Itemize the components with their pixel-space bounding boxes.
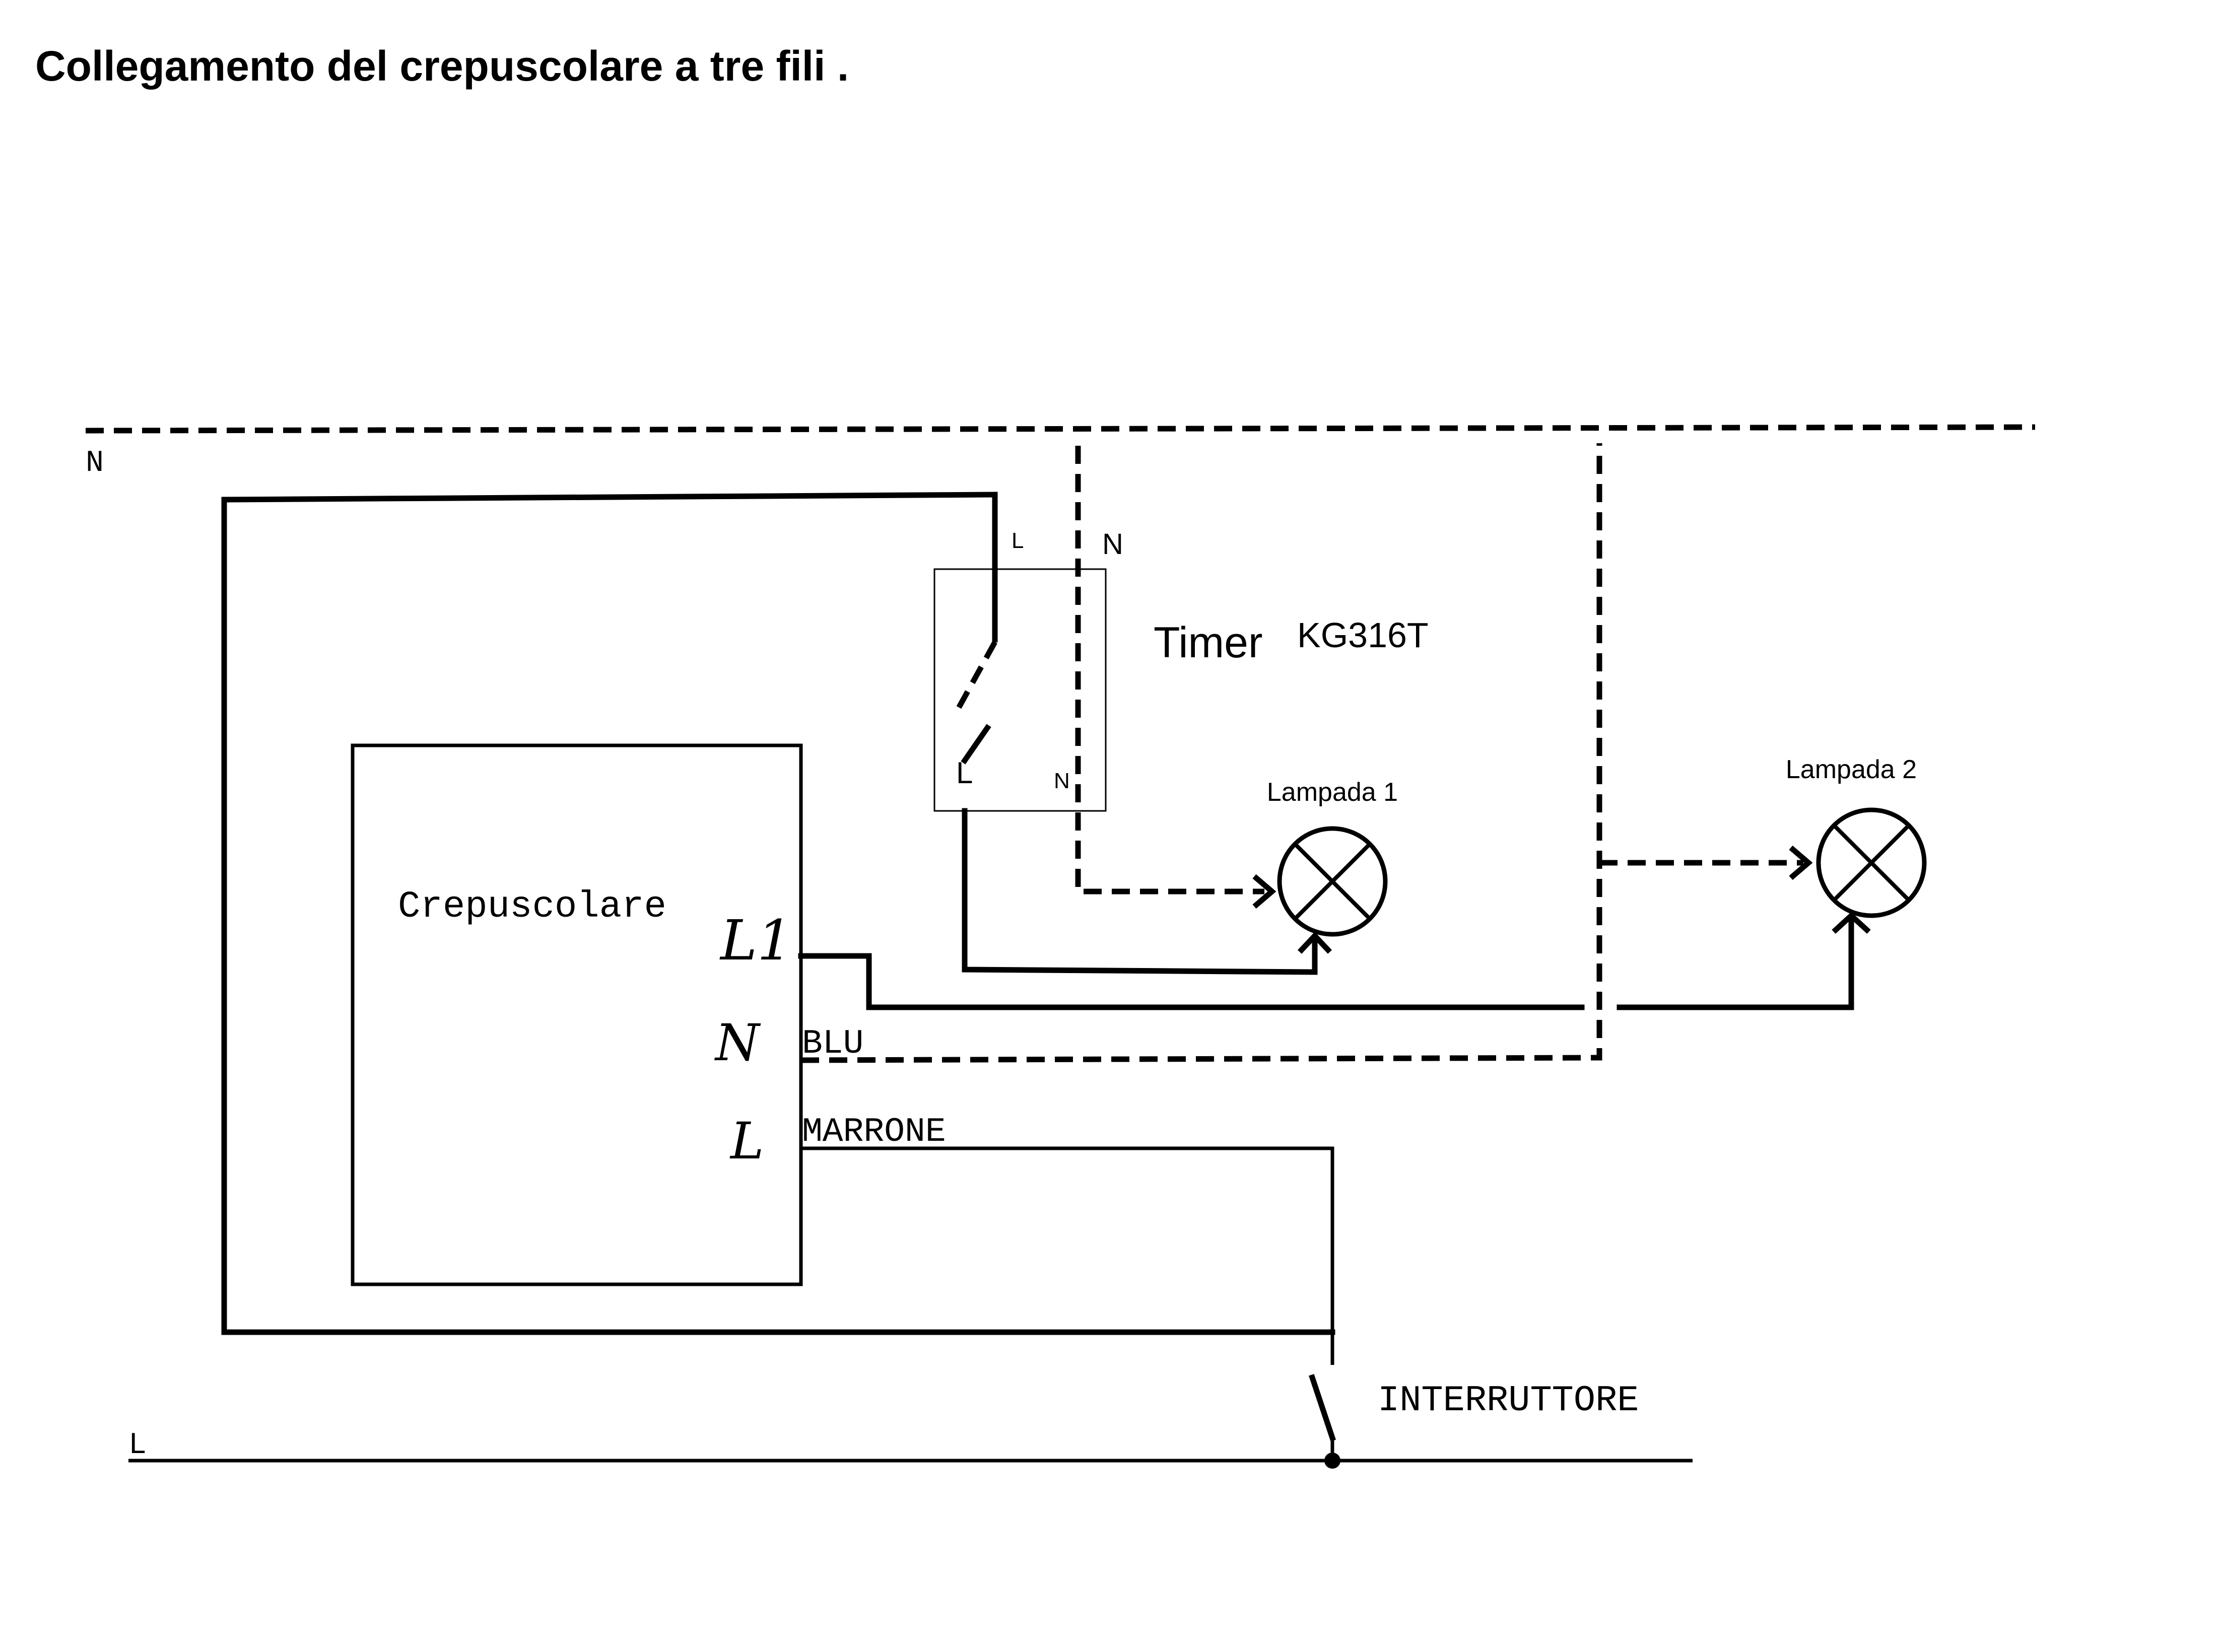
brown-wire: [801, 1146, 1334, 1332]
lamp-2-label: Lampada 2: [1786, 755, 1917, 784]
blue-wire-label: BLU: [802, 1024, 863, 1063]
timer-label: Timer: [1154, 618, 1263, 667]
l1-output-wire: [798, 953, 1585, 1010]
terminal-n-label: N: [714, 1013, 761, 1072]
brown-wire-label: MARRONE: [802, 1113, 946, 1151]
lamp-1-symbol: [1277, 826, 1388, 937]
blue-wire: [800, 443, 1602, 1063]
timer-model-label: KG316T: [1297, 615, 1429, 655]
neutral-bus: [85, 424, 2036, 434]
terminal-l-label: L: [729, 1112, 764, 1171]
switch-lever: [1309, 1374, 1336, 1441]
lamp1-phase-arrowhead: [1297, 931, 1332, 954]
timer-top-l-label: L: [1012, 528, 1024, 553]
line-bus-label: L: [128, 1428, 147, 1463]
page-title: Collegamento del crepuscolare a tre fili…: [35, 42, 849, 90]
crepuscolare-box: [351, 743, 803, 1286]
lamp1-neutral-arrowhead: [1252, 874, 1276, 909]
timer-box: [933, 568, 1107, 812]
timer-neutral-wire: [1075, 446, 1264, 894]
lamp-1-label: Lampada 1: [1267, 778, 1398, 807]
switch-label: INTERRUTTORE: [1378, 1380, 1639, 1421]
switched-line-wire: [221, 492, 1335, 1335]
timer-output-wire: [962, 808, 1318, 975]
terminal-l1-label: L1: [719, 908, 792, 973]
switch-junction-dot: [1324, 1453, 1340, 1469]
timer-contact-blade: [952, 641, 997, 717]
crepuscolare-name: Crepuscolare: [398, 886, 666, 928]
neutral-bus-label: N: [86, 446, 104, 480]
timer-contact-lower: [961, 724, 991, 765]
lamp2-neutral-arrowhead: [1789, 845, 1813, 880]
lamp2-phase-arrowhead: [1832, 912, 1871, 934]
lamp2-phase-wire: [1617, 919, 1854, 1010]
lamp-2-symbol: [1816, 807, 1927, 918]
timer-top-n-label: N: [1102, 528, 1123, 561]
timer-bottom-n-label: N: [1054, 769, 1070, 793]
